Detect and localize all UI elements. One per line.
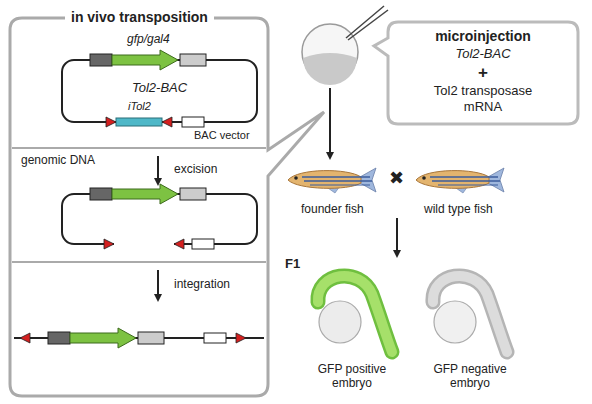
drawing-part: [116, 118, 162, 126]
drawing-part: [112, 50, 178, 70]
integration-arrow: [157, 270, 159, 300]
fish-label: founder fish: [301, 202, 364, 216]
gfp-positive-embryo-drawing: [318, 276, 392, 352]
wild-type-fish-drawing: [416, 168, 504, 193]
gfp-negative-embryo-drawing: [433, 276, 507, 352]
drawing-part: [48, 332, 70, 344]
drawing-part: [70, 328, 136, 348]
panel-heading: in vivo transposition: [65, 8, 214, 26]
flow-arrow: [329, 88, 331, 158]
drawing-part: [180, 54, 206, 66]
fish-label: wild type fish: [424, 202, 493, 216]
drawing-part: [318, 276, 392, 352]
excised-plasmid: [62, 184, 257, 250]
step-label: integration: [174, 277, 230, 291]
drawing-part: [180, 188, 206, 200]
speech-bubble: microinjectionTol2-BAC+Tol2 transposase …: [388, 22, 578, 124]
bubble-shape: [374, 22, 578, 124]
drawing-part: [182, 117, 204, 127]
drawing-part: [433, 276, 507, 352]
panel-outline: [10, 18, 324, 396]
plasmid-name: Tol2-BAC: [132, 80, 187, 96]
drawing-part: [106, 117, 116, 127]
flow-arrow: [396, 218, 398, 256]
drawing-part: [174, 239, 184, 249]
plasmid-name: Tol2-BAC: [455, 46, 510, 62]
genomic-dna: [14, 328, 264, 348]
tol2-bac-plasmid: [62, 50, 257, 127]
embryo-label: GFP positive embryo: [308, 362, 396, 391]
drawing-part: [236, 333, 246, 343]
drawing-part: [433, 276, 507, 352]
drawing-part: [104, 239, 114, 249]
generation-label: F1: [285, 256, 300, 272]
cross-symbol: ✖: [389, 168, 404, 190]
drawing-part: [90, 188, 112, 200]
drawing-part: [348, 10, 388, 40]
drawing-part: [303, 53, 357, 85]
divider: [12, 147, 266, 149]
bubble-heading: microinjection: [435, 28, 531, 46]
drawing-part: [162, 117, 172, 127]
drawing-part: [434, 301, 476, 343]
drawing-part: [114, 238, 174, 250]
gene-name: gfp/gal4: [127, 32, 170, 46]
drawing-part: [138, 332, 164, 344]
drawing-part: [319, 301, 361, 343]
drawing-part: [204, 333, 226, 343]
drawing-part: [318, 276, 392, 352]
drawing-part: [20, 333, 30, 343]
step-label: excision: [174, 162, 217, 176]
drawing-part: [192, 239, 214, 249]
founder-fish-drawing: [288, 168, 376, 193]
dna-label: genomic DNA: [21, 153, 95, 167]
panel: in vivo transposition: [10, 18, 268, 396]
excision-arrow: [157, 156, 159, 184]
element-name: iTol2: [128, 100, 151, 113]
drawing-part: [90, 54, 112, 66]
drawing-part: [112, 184, 178, 204]
embryo-label: GFP negative embryo: [424, 362, 516, 391]
mrna-name: Tol2 transposase mRNA: [418, 83, 548, 116]
divider: [12, 261, 266, 263]
plus-sign: +: [478, 62, 488, 83]
drawing-part: [346, 6, 384, 38]
element-name: BAC vector: [194, 129, 250, 142]
